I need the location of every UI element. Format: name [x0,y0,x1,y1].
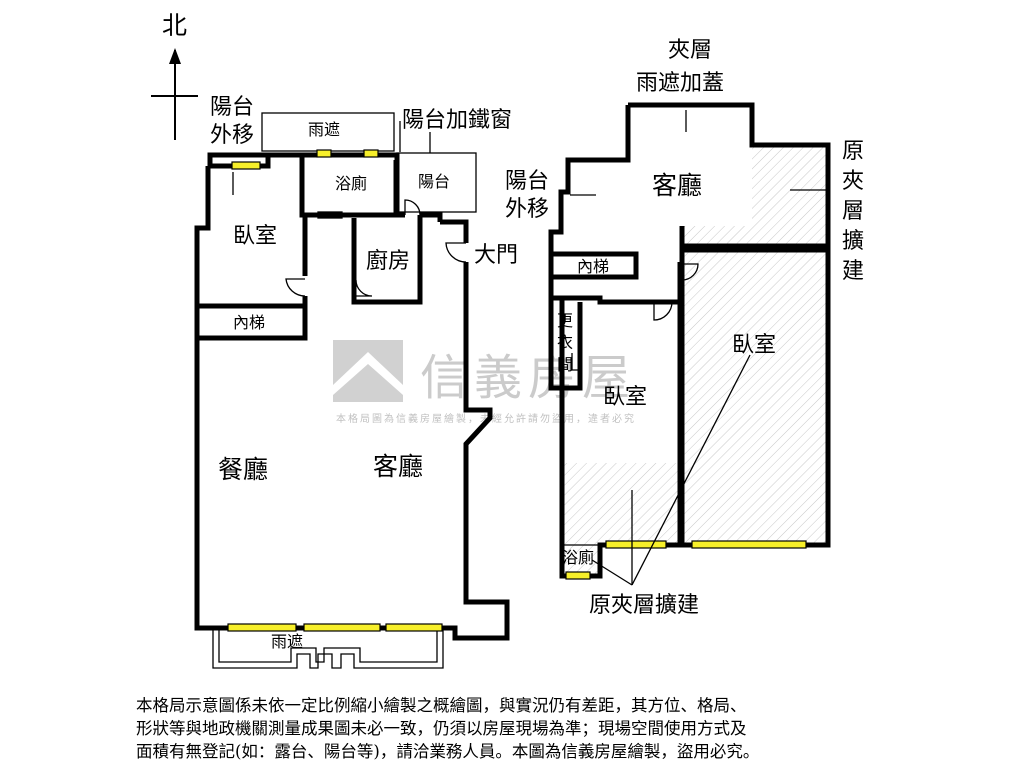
balcony-door [404,199,421,216]
disclaimer-line-2: 形狀等與地政機關測量成果圖未必一致，仍須以房屋現場為準；現場空間使用方式及 [136,719,747,738]
original-expansion-char-3: 層 [842,199,864,224]
brand-logo-icon [333,340,403,402]
original-expansion-char-5: 建 [842,259,864,284]
lower-floor-plan: 陽台 外移 雨遮 陽台加鐵窗 浴廁 陽台 臥室 廚房 大門 內梯 餐廳 客廳 雨… [194,95,518,669]
mezzanine-canopy-label-1: 夾層 [668,38,712,63]
expansion-area-top-right [682,145,828,246]
mezzanine-bedroom-right-label: 臥室 [732,333,776,358]
floor-plan: 北 信義房屋 本格局圖為信義房屋繪製，未經允許請勿盜用，違者必究 [151,11,864,669]
bedroom-door [285,278,306,297]
bottom-canopy-label: 雨遮 [271,632,303,651]
mezzanine-balcony-moved-label-2: 外移 [505,197,549,222]
original-expansion-char-2: 夾 [842,169,864,194]
stairs-label: 內梯 [233,313,265,332]
top-canopy-label: 雨遮 [308,120,340,139]
disclaimer-line-1: 本格局示意圖係未依一定比例縮小繪製之概繪圖，與實況仍有差距，其方位、格局、 [136,696,747,715]
mezzanine-balcony-moved-label-1: 陽台 [505,169,549,194]
dining-room-label: 餐廳 [218,455,268,484]
mezzanine-bedroom-door [681,263,699,281]
bedroom-label: 臥室 [233,224,277,249]
north-compass: 北 [151,11,198,140]
closet-label-3: 間 [557,355,573,374]
expansion-area-right-bedroom [682,250,828,545]
closet-label-2: 衣 [557,333,573,352]
mezzanine-plan: 夾層 雨遮加蓋 陽台 外移 客廳 原 夾 層 擴 建 內梯 更 衣 間 臥室 臥… [505,38,864,618]
closet-label-1: 更 [557,311,573,330]
mezzanine-left-door [653,301,673,321]
mezzanine-living-room-label: 客廳 [652,171,702,200]
disclaimer-text: 本格局示意圖係未依一定比例縮小繪製之概繪圖，與實況仍有差距，其方位、格局、 形狀… [136,694,896,763]
north-arrow-head [169,48,181,64]
kitchen-door [355,279,373,297]
balcony-moved-label-2: 外移 [210,123,254,148]
bottom-canopy [212,628,444,669]
living-room-label: 客廳 [373,452,423,481]
original-expansion-char-1: 原 [842,139,864,164]
mezzanine-canopy-label-2: 雨遮加蓋 [636,71,724,96]
original-expansion-label: 原夾層擴建 [589,593,699,618]
north-label: 北 [162,11,187,40]
bathroom-label: 浴廁 [335,174,367,193]
mezzanine-stairs-label: 內梯 [577,257,609,276]
original-expansion-char-4: 擴 [842,229,864,254]
balcony-iron-window-label: 陽台加鐵窗 [402,108,512,133]
balcony-moved-label-1: 陽台 [210,95,254,120]
disclaimer-line-3: 面積有無登記(如：露台、陽台等)，請洽業務人員。本圖為信義房屋繪製，盜用必究。 [136,742,760,761]
main-door-label: 大門 [474,243,518,268]
main-door-swing [445,242,467,263]
watermark-brand: 信義房屋 [420,350,636,406]
balcony-label: 陽台 [418,172,450,191]
kitchen-label: 廚房 [366,249,410,274]
mezzanine-bathroom-label: 浴廁 [562,548,594,567]
mezzanine-bedroom-left-label: 臥室 [603,385,647,410]
expansion-area-left-bedroom [562,463,680,575]
